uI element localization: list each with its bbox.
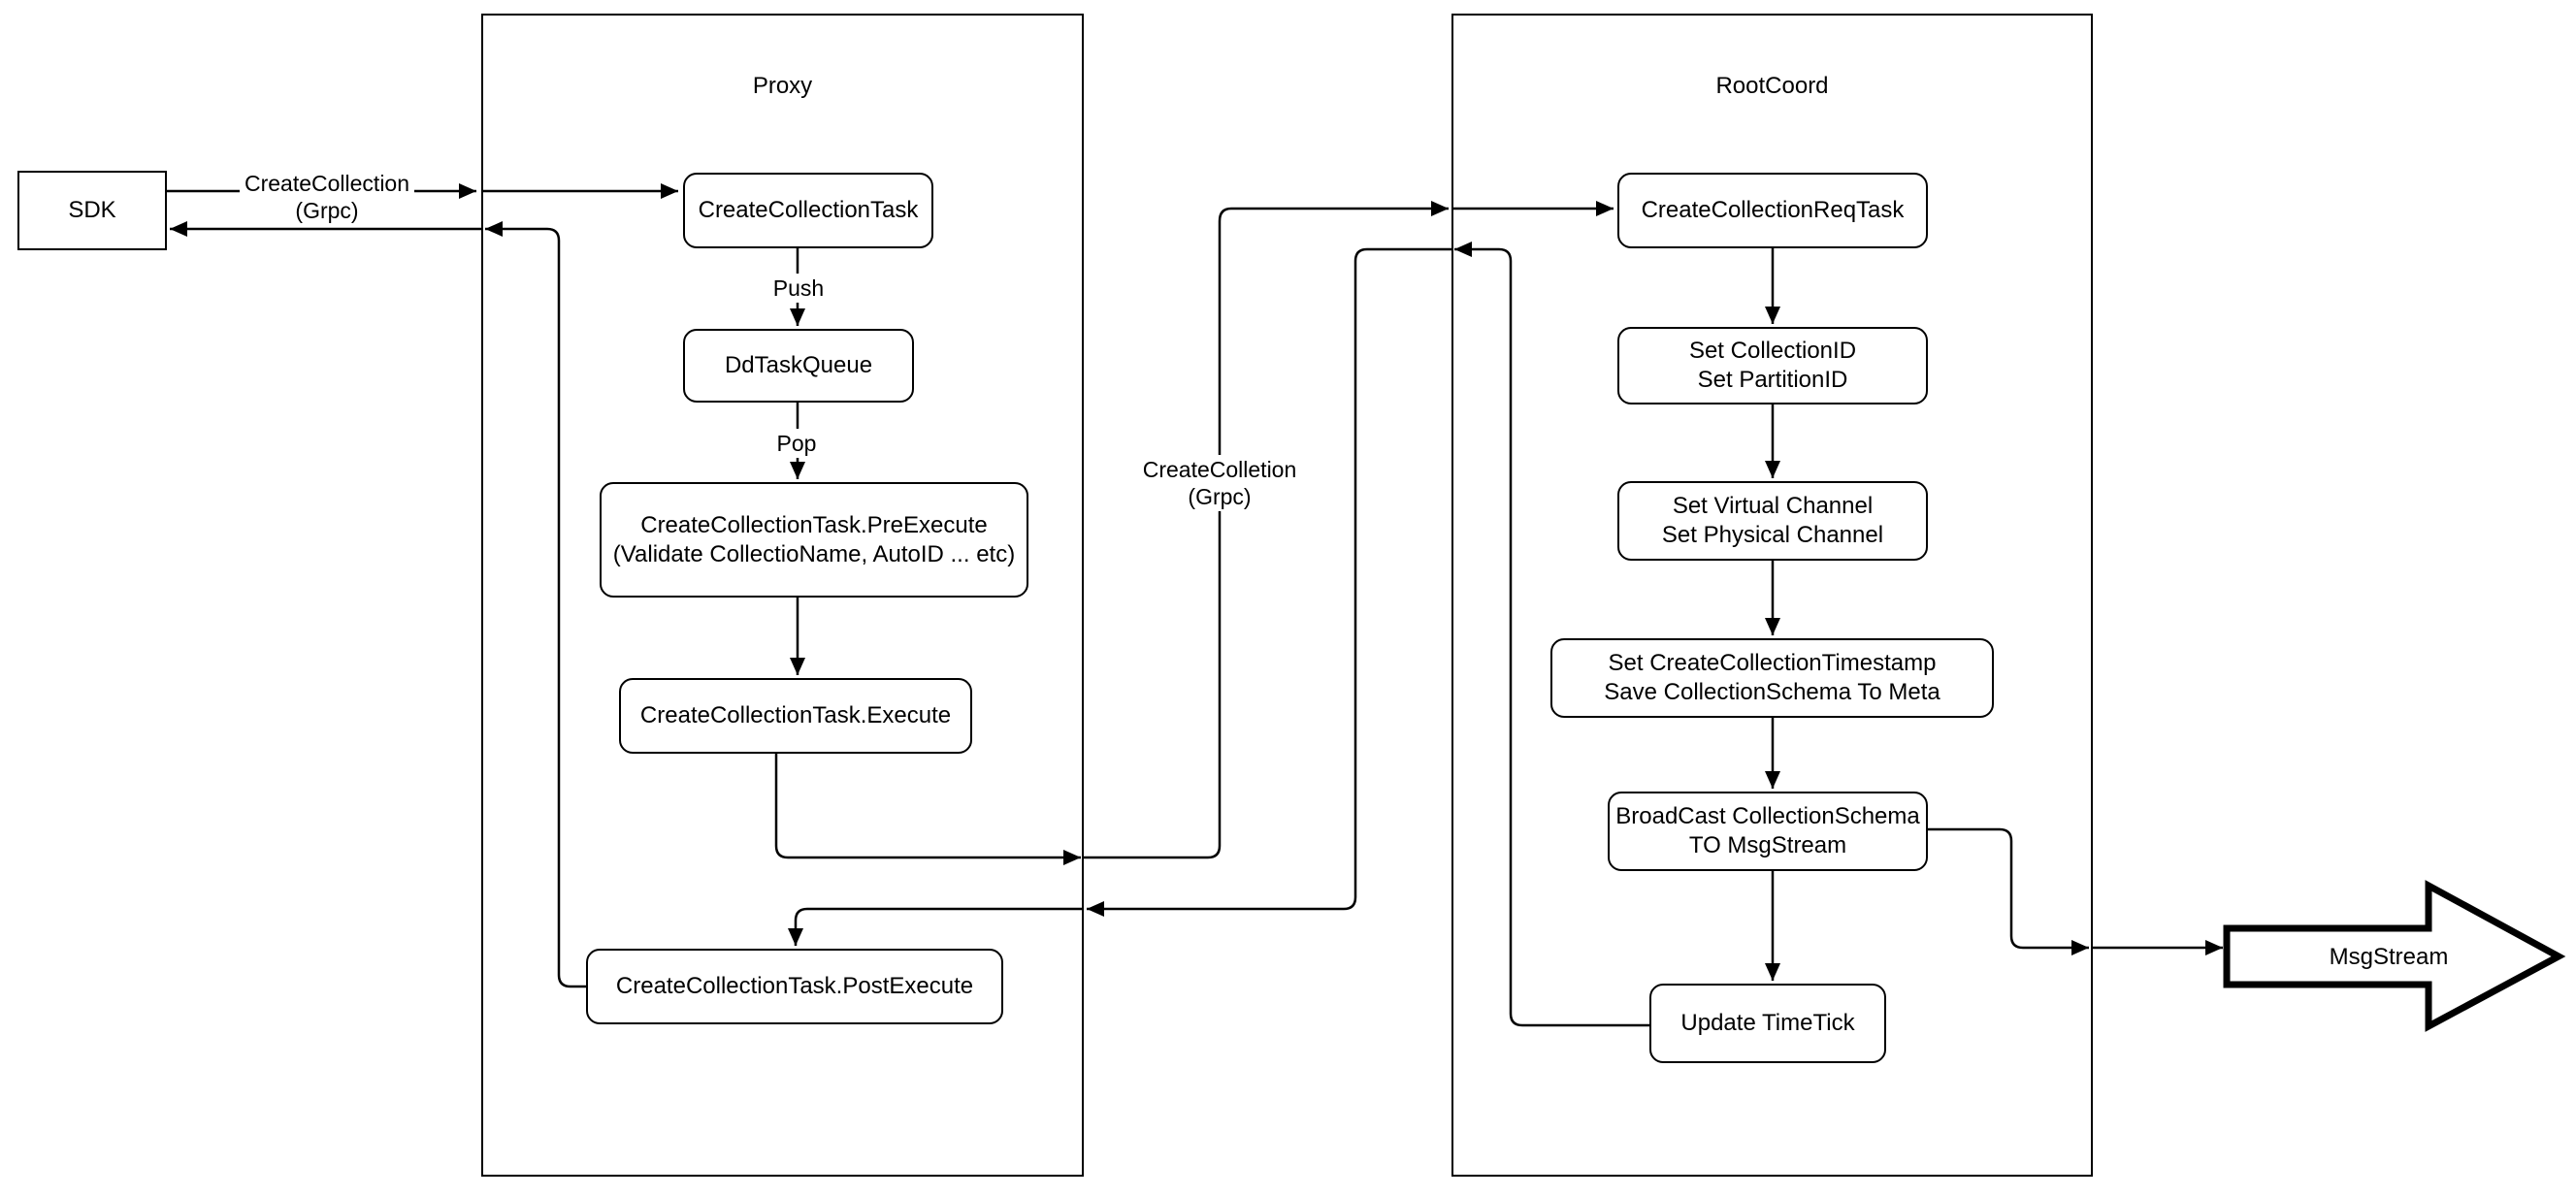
- node-set-channels[interactable]: Set Virtual Channel Set Physical Channel: [1617, 481, 1928, 561]
- edge-proxy-to-postexecute[interactable]: [788, 907, 1084, 946]
- proxy-title: Proxy: [752, 73, 813, 99]
- edge-rootcoord-to-proxy-return[interactable]: [1087, 247, 1451, 917]
- node-set-ids[interactable]: Set CollectionID Set PartitionID: [1617, 327, 1928, 404]
- node-create-collection-req-task[interactable]: CreateCollectionReqTask: [1617, 173, 1928, 248]
- node-create-collection-req-task-label: CreateCollectionReqTask: [1641, 197, 1905, 223]
- edge-broadcast-to-rootcoord-edge[interactable]: [1928, 827, 2089, 955]
- node-set-channels-line1: Set Virtual Channel: [1672, 493, 1874, 519]
- edge-label-proxy-grpc: CreateColletion (Grpc): [1137, 455, 1302, 511]
- node-broadcast-line1: BroadCast CollectionSchema: [1615, 803, 1920, 829]
- node-set-timestamp[interactable]: Set CreateCollectionTimestamp Save Colle…: [1550, 638, 1994, 718]
- msgstream-label: MsgStream: [2329, 944, 2449, 970]
- node-execute[interactable]: CreateCollectionTask.Execute: [619, 678, 972, 754]
- edge-label-sdk-grpc-line1: CreateCollection: [244, 171, 410, 196]
- node-broadcast[interactable]: BroadCast CollectionSchema TO MsgStream: [1608, 792, 1928, 871]
- node-pre-execute[interactable]: CreateCollectionTask.PreExecute (Validat…: [600, 482, 1028, 598]
- node-set-ids-line1: Set CollectionID: [1688, 338, 1857, 364]
- node-post-execute-label: CreateCollectionTask.PostExecute: [615, 973, 974, 999]
- node-post-execute[interactable]: CreateCollectionTask.PostExecute: [586, 949, 1003, 1024]
- edge-label-pop: Pop: [771, 429, 822, 458]
- edge-label-proxy-grpc-line1: CreateColletion: [1142, 457, 1297, 482]
- node-pre-execute-line2: (Validate CollectioName, AutoID ... etc): [612, 540, 1016, 567]
- node-pre-execute-line1: CreateCollectionTask.PreExecute: [640, 511, 988, 538]
- edge-postexecute-to-proxy-edge[interactable]: [485, 221, 586, 988]
- rootcoord-title: RootCoord: [1715, 73, 1829, 99]
- node-sdk[interactable]: SDK: [17, 171, 167, 250]
- node-set-ids-line2: Set PartitionID: [1697, 367, 1848, 393]
- node-execute-label: CreateCollectionTask.Execute: [639, 702, 952, 728]
- node-set-timestamp-line2: Save CollectionSchema To Meta: [1604, 679, 1940, 705]
- node-update-timetick[interactable]: Update TimeTick: [1649, 984, 1886, 1063]
- node-broadcast-line2: TO MsgStream: [1688, 832, 1847, 858]
- rootcoord-container[interactable]: [1451, 14, 2093, 1177]
- node-set-channels-line2: Set Physical Channel: [1661, 522, 1884, 548]
- node-create-collection-task-label: CreateCollectionTask: [698, 197, 919, 223]
- edge-label-push: Push: [767, 274, 830, 303]
- node-dd-task-queue[interactable]: DdTaskQueue: [683, 329, 914, 403]
- edge-label-sdk-grpc-line2: (Grpc): [295, 198, 359, 223]
- msgstream-arrow-shape[interactable]: [2223, 880, 2566, 1032]
- node-sdk-label: SDK: [68, 197, 116, 223]
- node-create-collection-task[interactable]: CreateCollectionTask: [683, 173, 933, 248]
- node-dd-task-queue-label: DdTaskQueue: [724, 352, 873, 378]
- edge-timetick-to-rootcoord-edge[interactable]: [1454, 242, 1652, 1027]
- node-set-timestamp-line1: Set CreateCollectionTimestamp: [1608, 650, 1937, 676]
- node-update-timetick-label: Update TimeTick: [1680, 1010, 1855, 1036]
- edge-label-sdk-grpc: CreateCollection (Grpc): [239, 169, 415, 225]
- edge-proxy-to-rootcoord[interactable]: [1084, 201, 1449, 859]
- edge-execute-to-proxy-edge[interactable]: [774, 754, 1081, 865]
- proxy-container[interactable]: [481, 14, 1084, 1177]
- edge-label-proxy-grpc-line2: (Grpc): [1188, 484, 1252, 509]
